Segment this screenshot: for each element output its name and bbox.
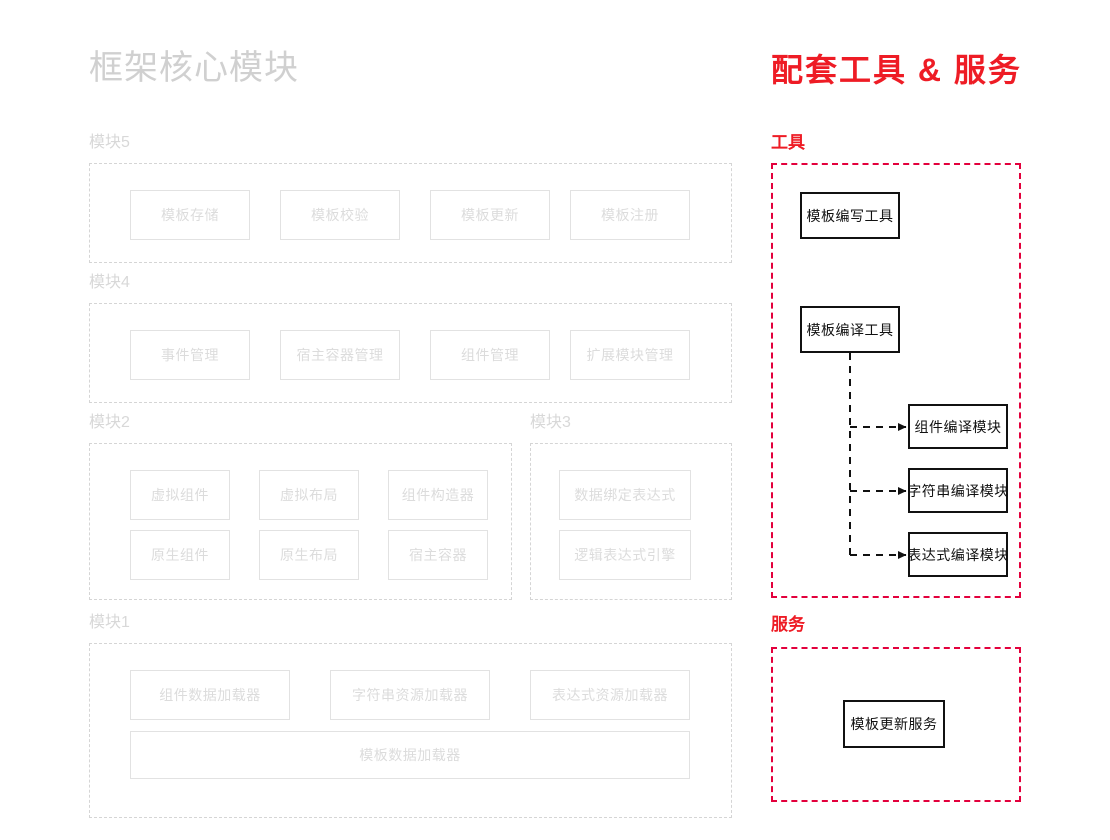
module-group-label: 模块3 [530,414,571,431]
module-unit-box[interactable]: 模板校验 [280,190,400,240]
module-unit-box[interactable]: 逻辑表达式引擎 [559,530,691,580]
module-unit-box[interactable]: 数据绑定表达式 [559,470,691,520]
module-unit-box[interactable]: 表达式资源加载器 [530,670,690,720]
module-unit-box[interactable]: 虚拟组件 [130,470,230,520]
module-unit-box[interactable]: 事件管理 [130,330,250,380]
module-unit-box[interactable]: 组件构造器 [388,470,488,520]
module-unit-box[interactable]: 组件管理 [430,330,550,380]
module-unit-box[interactable]: 宿主容器 [388,530,488,580]
tool-box[interactable]: 模板编写工具 [800,192,900,239]
page-title: 框架核心模块 [89,49,299,87]
module-unit-box[interactable]: 模板更新 [430,190,550,240]
module-unit-box[interactable]: 字符串资源加载器 [330,670,490,720]
module-group-label: 模块2 [89,414,130,431]
section-label: 工具 [771,133,805,152]
module-group-label: 模块1 [89,614,130,631]
module-group-label: 模块5 [89,134,130,151]
module-unit-box[interactable]: 模板注册 [570,190,690,240]
tool-box[interactable]: 组件编译模块 [908,404,1008,449]
tool-box[interactable]: 模板更新服务 [843,700,945,748]
section-label: 服务 [771,615,805,634]
tools-services-title: 配套工具 & 服务 [771,52,1022,88]
module-unit-box[interactable]: 扩展模块管理 [570,330,690,380]
module-unit-box[interactable]: 原生组件 [130,530,230,580]
tool-box[interactable]: 字符串编译模块 [907,468,1008,513]
module-unit-box[interactable]: 原生布局 [259,530,359,580]
module-unit-box[interactable]: 虚拟布局 [259,470,359,520]
tools-and-services-panel: 配套工具 & 服务 工具模板编写工具模板编译工具组件编译模块字符串编译模块表达式… [750,0,1110,840]
module-unit-box[interactable]: 模板存储 [130,190,250,240]
tool-box[interactable]: 表达式编译模块 [907,532,1008,577]
tool-box[interactable]: 模板编译工具 [800,306,900,353]
module-unit-box[interactable]: 宿主容器管理 [280,330,400,380]
module-unit-box[interactable]: 模板数据加载器 [130,731,690,779]
module-unit-box[interactable]: 组件数据加载器 [130,670,290,720]
module-group-label: 模块4 [89,274,130,291]
